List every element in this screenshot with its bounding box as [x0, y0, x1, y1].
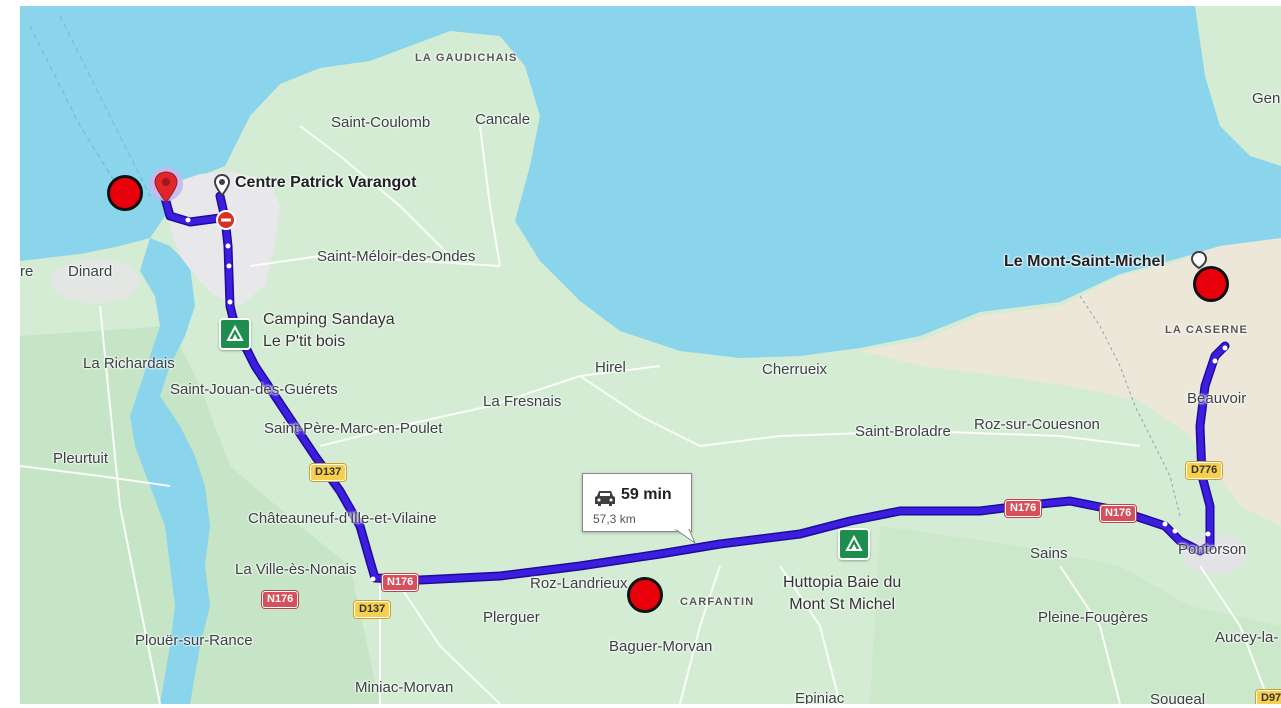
campground-icon-huttopia[interactable] — [838, 528, 870, 560]
place-label-chateauneuf: Châteauneuf-d'Ille-et-Vilaine — [248, 510, 437, 527]
place-label-carfantin: CARFANTIN — [680, 596, 755, 608]
poi-label-centre-patrick-varangot[interactable]: Centre Patrick Varangot — [235, 174, 417, 191]
place-label-pleine-fougeres: Pleine-Fougères — [1038, 609, 1149, 626]
place-label-sougeal: Sougeal — [1150, 691, 1206, 704]
poi-label-huttopia-line1: Huttopia Baie du — [783, 574, 902, 591]
poi-label-huttopia[interactable]: Huttopia Baie du Mont St Michel — [783, 572, 901, 615]
place-label-sains: Sains — [1030, 545, 1068, 562]
place-label-epiniac: Epiniac — [795, 690, 845, 704]
place-label-cherrueix: Cherrueix — [762, 361, 828, 378]
poi-label-camping-sandaya[interactable]: Camping Sandaya Le P'tit bois — [263, 309, 395, 352]
place-label-plerguer: Plerguer — [483, 609, 540, 626]
place-label-hirel: Hirel — [595, 359, 626, 376]
road-shield-d776: D776 — [1186, 462, 1223, 479]
place-label-aucey: Aucey-la- — [1215, 629, 1279, 646]
place-label-roz-landrieux: Roz-Landrieux — [530, 575, 628, 592]
place-label-saint-broladre: Saint-Broladre — [855, 423, 951, 440]
origin-circle-icon[interactable] — [213, 173, 231, 202]
place-label-gaudichais: LA GAUDICHAIS — [415, 52, 518, 64]
place-label-plouer: Plouër-sur-Rance — [135, 632, 253, 649]
route-distance: 57,3 km — [593, 512, 636, 526]
poi-label-camping-sandaya-line2: Le P'tit bois — [263, 332, 346, 350]
poi-label-mont-saint-michel[interactable]: Le Mont-Saint-Michel — [1004, 253, 1165, 270]
map-canvas[interactable]: LA GAUDICHAIS Saint-Coulomb Cancale Sain… — [20, 6, 1281, 704]
place-label-saint-coulomb: Saint-Coulomb — [331, 114, 431, 131]
place-label-re: re — [20, 263, 34, 280]
road-shield-d97: D97 — [1256, 690, 1281, 704]
place-label-la-fresnais: La Fresnais — [483, 393, 562, 410]
route-duration: 59 min — [621, 486, 672, 503]
road-shield-n176-4: N176 — [1100, 505, 1137, 522]
road-shield-n176: N176 — [382, 574, 419, 591]
place-label-la-caserne: LA CASERNE — [1165, 324, 1249, 336]
route-info-callout[interactable]: 59 min 57,3 km — [582, 473, 697, 545]
red-marker — [1193, 266, 1229, 302]
place-label-beauvoir: Beauvoir — [1187, 390, 1247, 407]
place-label-pleurtuit: Pleurtuit — [53, 450, 109, 467]
campground-icon[interactable] — [219, 318, 251, 350]
place-label-saint-jouan: Saint-Jouan-des-Guérets — [170, 381, 338, 398]
poi-label-huttopia-line2: Mont St Michel — [789, 595, 896, 613]
place-label-saint-pere: Saint-Père-Marc-en-Poulet — [264, 420, 443, 437]
callout-pointer — [675, 529, 697, 545]
place-label-miniac: Miniac-Morvan — [355, 679, 454, 696]
red-marker — [627, 577, 663, 613]
place-label-saint-meloir: Saint-Méloir-des-Ondes — [317, 248, 476, 265]
road-shield-n176-3: N176 — [1005, 500, 1042, 517]
place-label-cancale: Cancale — [475, 111, 531, 128]
destination-pin-icon[interactable] — [148, 166, 184, 213]
car-icon — [595, 491, 615, 506]
mont-saint-michel-pin-icon[interactable] — [1190, 250, 1208, 275]
road-shield-d137: D137 — [310, 464, 347, 481]
place-label-gen: Gen — [1252, 90, 1281, 107]
place-label-la-richardais: La Richardais — [83, 355, 175, 372]
place-label-pontorson: Pontorson — [1178, 541, 1247, 558]
place-label-baguer-morvan: Baguer-Morvan — [609, 638, 713, 655]
road-shield-n176-2: N176 — [262, 591, 299, 608]
place-label-roz-sur-couesnon: Roz-sur-Couesnon — [974, 416, 1100, 433]
no-entry-icon — [216, 210, 236, 235]
poi-label-camping-sandaya-line1: Camping Sandaya — [263, 311, 395, 328]
place-label-dinard: Dinard — [68, 263, 113, 280]
red-marker — [107, 175, 143, 211]
place-label-la-ville-es-nonais: La Ville-ès-Nonais — [235, 561, 357, 578]
road-shield-d137-2: D137 — [354, 601, 391, 618]
